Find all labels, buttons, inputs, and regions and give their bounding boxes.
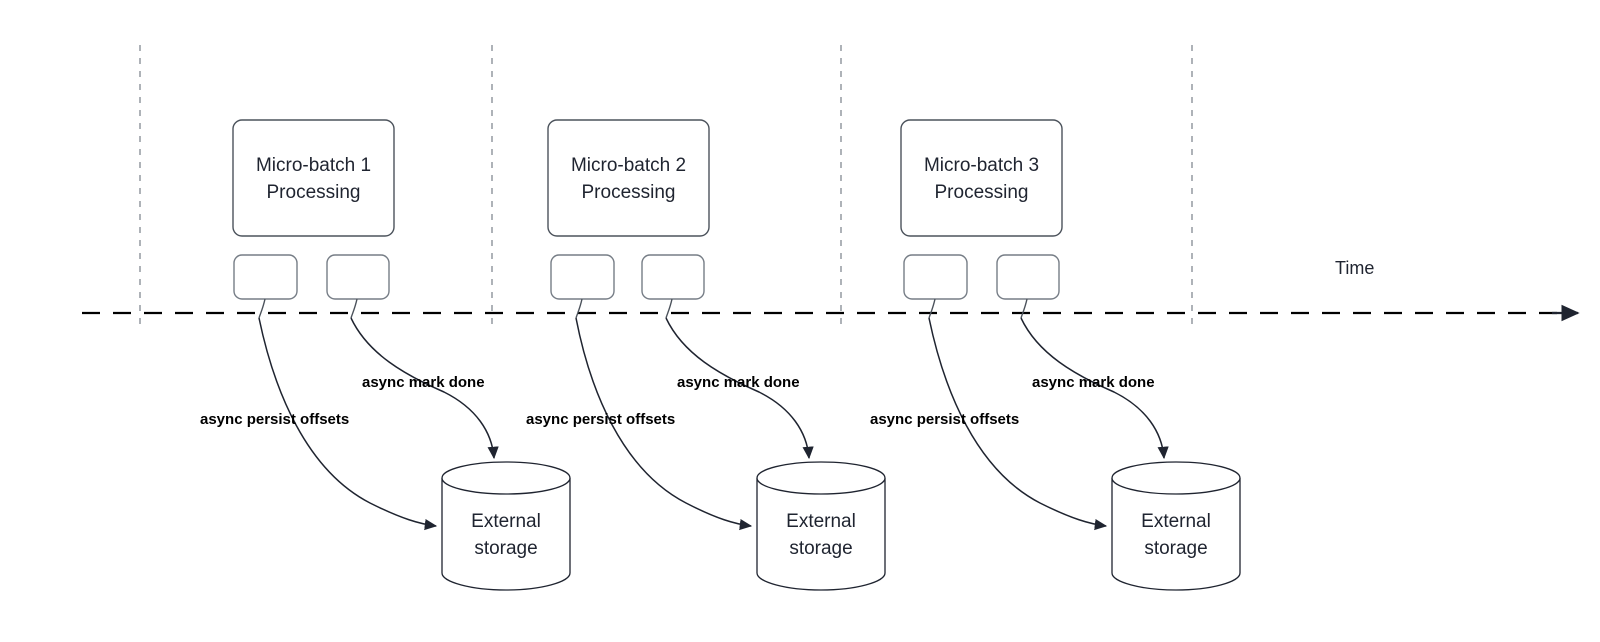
micro-batch-1-task-b-stub xyxy=(350,298,358,319)
edge-async-mark-done-2 xyxy=(665,317,814,460)
edge-label-async-persist-offsets-1: async persist offsets xyxy=(200,411,349,428)
external-storage-2-label-line2: storage xyxy=(789,538,852,559)
edge-async-persist-offsets-2 xyxy=(575,317,753,531)
edge-async-persist-offsets-3 xyxy=(928,317,1108,531)
micro-batch-1-task-box-b[interactable] xyxy=(326,254,390,300)
micro-batch-3-task-box-a[interactable] xyxy=(903,254,968,300)
external-storage-2-label-line1: External xyxy=(786,511,856,532)
external-storage-1-body xyxy=(441,478,571,591)
micro-batch-2-task-box-a[interactable] xyxy=(550,254,615,300)
time-axis: Time xyxy=(82,258,1580,322)
group-1: Micro-batch 1 Processing async mark done… xyxy=(200,119,571,591)
micro-batch-1-label-line2: Processing xyxy=(267,182,361,203)
micro-batch-2-box[interactable] xyxy=(547,119,710,237)
micro-batch-2-label-line1: Micro-batch 2 xyxy=(571,155,686,176)
micro-batch-3-label-line2: Processing xyxy=(935,182,1029,203)
edge-label-async-mark-done-2: async mark done xyxy=(677,374,800,391)
micro-batch-1-task-box-a[interactable] xyxy=(233,254,298,300)
external-storage-2-top xyxy=(756,461,886,495)
edge-async-mark-done-1 xyxy=(350,317,499,460)
external-storage-3-label-line1: External xyxy=(1141,511,1211,532)
micro-batch-3-label-line1: Micro-batch 3 xyxy=(924,155,1039,176)
external-storage-3[interactable]: External storage xyxy=(1111,461,1241,591)
micro-batch-3-task-box-b[interactable] xyxy=(996,254,1060,300)
edge-label-async-persist-offsets-2: async persist offsets xyxy=(526,411,675,428)
micro-batch-1-label-line1: Micro-batch 1 xyxy=(256,155,371,176)
external-storage-3-top xyxy=(1111,461,1241,495)
edge-async-persist-offsets-1 xyxy=(258,317,438,531)
micro-batch-2-task-b-stub xyxy=(665,298,673,319)
external-storage-1[interactable]: External storage xyxy=(441,461,571,591)
external-storage-2[interactable]: External storage xyxy=(756,461,886,591)
external-storage-2-body xyxy=(756,478,886,591)
external-storage-3-label-line2: storage xyxy=(1144,538,1207,559)
external-storage-3-body xyxy=(1111,478,1241,591)
micro-batch-3-task-b-stub xyxy=(1020,298,1028,319)
micro-batch-3-task-a-stub xyxy=(928,298,936,319)
group-3: Micro-batch 3 Processing async mark done… xyxy=(870,119,1241,591)
micro-batch-3-box[interactable] xyxy=(900,119,1063,237)
group-2: Micro-batch 2 Processing async mark done… xyxy=(526,119,886,591)
micro-batch-1-box[interactable] xyxy=(232,119,395,237)
edge-async-mark-done-3 xyxy=(1020,317,1169,460)
micro-batch-2-task-box-b[interactable] xyxy=(641,254,705,300)
micro-batch-1-task-a-stub xyxy=(258,298,266,319)
edge-label-async-persist-offsets-3: async persist offsets xyxy=(870,411,1019,428)
micro-batch-2-task-a-stub xyxy=(575,298,583,319)
external-storage-1-label-line1: External xyxy=(471,511,541,532)
time-axis-label: Time xyxy=(1335,258,1374,278)
external-storage-1-label-line2: storage xyxy=(474,538,537,559)
edge-label-async-mark-done-3: async mark done xyxy=(1032,374,1155,391)
external-storage-1-top xyxy=(441,461,571,495)
micro-batch-2-label-line2: Processing xyxy=(582,182,676,203)
edge-label-async-mark-done-1: async mark done xyxy=(362,374,485,391)
